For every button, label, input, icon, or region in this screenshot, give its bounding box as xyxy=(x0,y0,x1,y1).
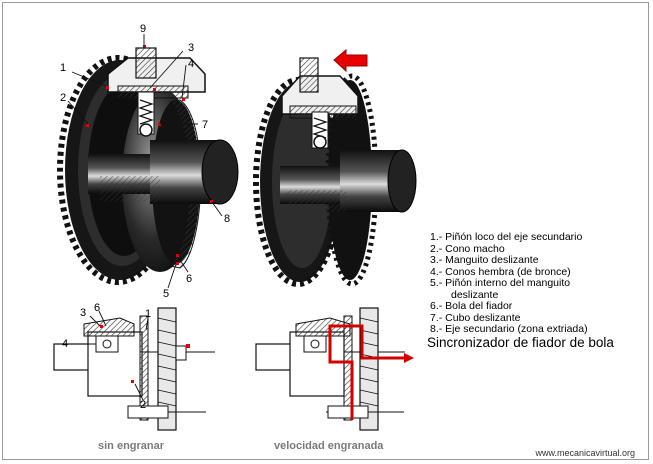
callout-4: 4 xyxy=(188,58,194,70)
engage-direction-arrow-icon xyxy=(333,48,368,73)
section-disengaged: 3 6 4 1 2 xyxy=(53,302,215,431)
legend-item-5: 5.- Piñón interno del manguito xyxy=(430,277,571,289)
legend-item-5-continuation: deslizante xyxy=(451,288,499,301)
legend-item-6: 6.- Bola del fiador xyxy=(430,300,513,312)
legend-item-3: 3.- Manguito deslizante xyxy=(430,254,539,266)
caption-disengaged: sin engranar xyxy=(98,440,165,452)
callout-3: 3 xyxy=(188,42,194,54)
legend-item-8: 8.- Eje secundario (zona extriada) xyxy=(430,323,588,335)
position-markers xyxy=(86,45,213,265)
caption-engaged: velocidad engranada xyxy=(274,440,384,452)
power-flow-arrowhead-icon xyxy=(404,353,414,363)
left-synchronizer-assembly: 9 3 4 1 2 7 8 6 5 xyxy=(57,23,239,300)
section-engaged xyxy=(255,307,414,431)
legend-item-1: 1.- Piñón loco del eje secundario xyxy=(430,231,583,243)
leader-lines xyxy=(67,34,223,289)
callout-2: 2 xyxy=(60,92,66,104)
engaged-sleeve-block xyxy=(281,57,359,149)
parts-legend: 1.- Piñón loco del eje secundario 2.- Co… xyxy=(430,231,588,336)
small-callout-4: 4 xyxy=(62,338,68,350)
legend-item-4: 4.- Conos hembra (de bronce) xyxy=(430,265,571,278)
callout-5: 5 xyxy=(163,288,169,300)
callout-9: 9 xyxy=(140,23,146,35)
sliding-sleeve-block xyxy=(107,47,206,137)
small-callout-6: 6 xyxy=(94,302,100,314)
secondary-shaft xyxy=(88,139,239,205)
callout-7: 7 xyxy=(202,119,208,131)
figure-title: Sincronizador de fiador de bola xyxy=(427,335,614,350)
callout-1: 1 xyxy=(60,62,66,74)
right-synchronizer-assembly xyxy=(253,48,417,287)
small-callout-3: 3 xyxy=(80,307,86,319)
legend-item-2: 2.- Cono macho xyxy=(430,242,505,255)
callout-6: 6 xyxy=(186,273,192,285)
engaged-shaft xyxy=(280,149,417,213)
legend-item-7: 7.- Cubo deslizante xyxy=(430,311,521,324)
small-callout-1: 1 xyxy=(145,308,151,320)
small-callout-2: 2 xyxy=(140,399,146,411)
power-flow-path xyxy=(328,324,404,420)
website-link[interactable]: www.mecanicavirtual.org xyxy=(535,448,635,458)
callout-8: 8 xyxy=(224,213,230,225)
